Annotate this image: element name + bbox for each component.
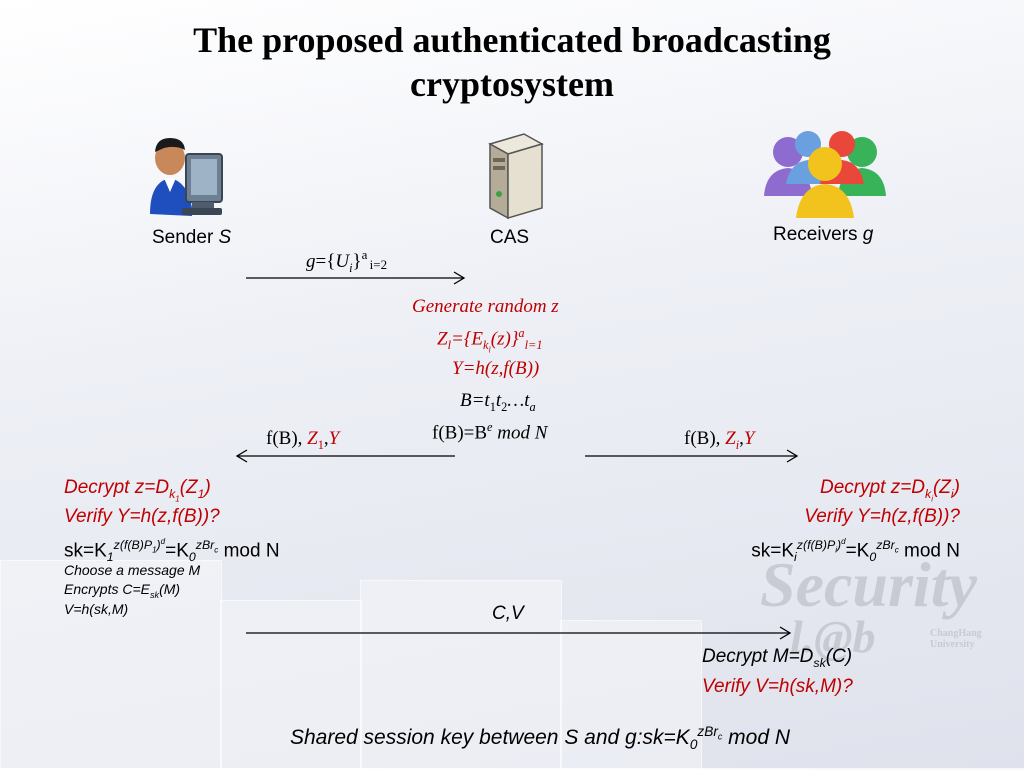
receiver-decrypt-m: Decrypt M=Dsk(C) [702, 646, 853, 670]
title-line-2: cryptosystem [410, 64, 614, 104]
arrow-sender-to-receivers [246, 626, 792, 640]
receivers-label: Receivers g [773, 224, 874, 245]
cas-label: CAS [490, 227, 530, 248]
msg-to-receivers: f(B), Zi,Y [684, 428, 755, 452]
cas-z-list: Zl={Ekl(z)}al=1 [437, 326, 543, 355]
title-line-1: The proposed authenticated broadcasting [193, 20, 831, 60]
arrow-sender-to-cas [246, 271, 466, 285]
msg-to-sender: f(B), Z1,Y [266, 428, 340, 452]
arrow-cas-to-sender [235, 449, 455, 463]
arrow-cas-to-receivers [585, 449, 799, 463]
watermark-caption: ChangHang University [930, 628, 982, 650]
sender-v-def: V=h(sk,M) [64, 601, 129, 617]
sender-label: Sender S [152, 227, 232, 248]
slide-title: The proposed authenticated broadcasting … [0, 18, 1024, 106]
cas-fb-def: f(B)=Be mod N [432, 420, 548, 444]
sender-decrypt: Decrypt z=Dk1(Z1) [64, 477, 211, 504]
receiver-session-key: sk=Kiz(f(B)Pi)d=K0zBrc mod N [751, 537, 960, 565]
cas-generate-z: Generate random z [412, 296, 559, 317]
cas-b-def: B=t1t2…ta [460, 390, 536, 414]
receiver-verify: Verify Y=h(z,f(B))? [804, 506, 960, 527]
receiver-verify-v: Verify V=h(sk,M)? [702, 676, 853, 697]
cas-y-def: Y=h(z,f(B)) [452, 358, 540, 379]
background-tile [560, 620, 702, 770]
watermark-security: Security [760, 549, 977, 620]
msg-c-v: C,V [492, 603, 524, 624]
footer-shared-key: Shared session key between S and g:sk=K0… [289, 724, 791, 753]
sender-choose-message: Choose a message M [64, 562, 201, 578]
sender-session-key: sk=K1z(f(B)P1)d=K0zBrc mod N [64, 537, 280, 565]
background-tile [220, 600, 362, 770]
sender-verify: Verify Y=h(z,f(B))? [64, 506, 220, 527]
sender-encrypt: Encrypts C=Esk(M) [64, 581, 181, 600]
watermark-lab: l.@b [790, 611, 876, 662]
server-icon [482, 130, 548, 220]
background-tile [0, 560, 222, 770]
receiver-decrypt: Decrypt z=Dki(Zi) [819, 477, 960, 504]
user-computer-icon [146, 128, 226, 223]
users-group-icon [760, 128, 890, 220]
